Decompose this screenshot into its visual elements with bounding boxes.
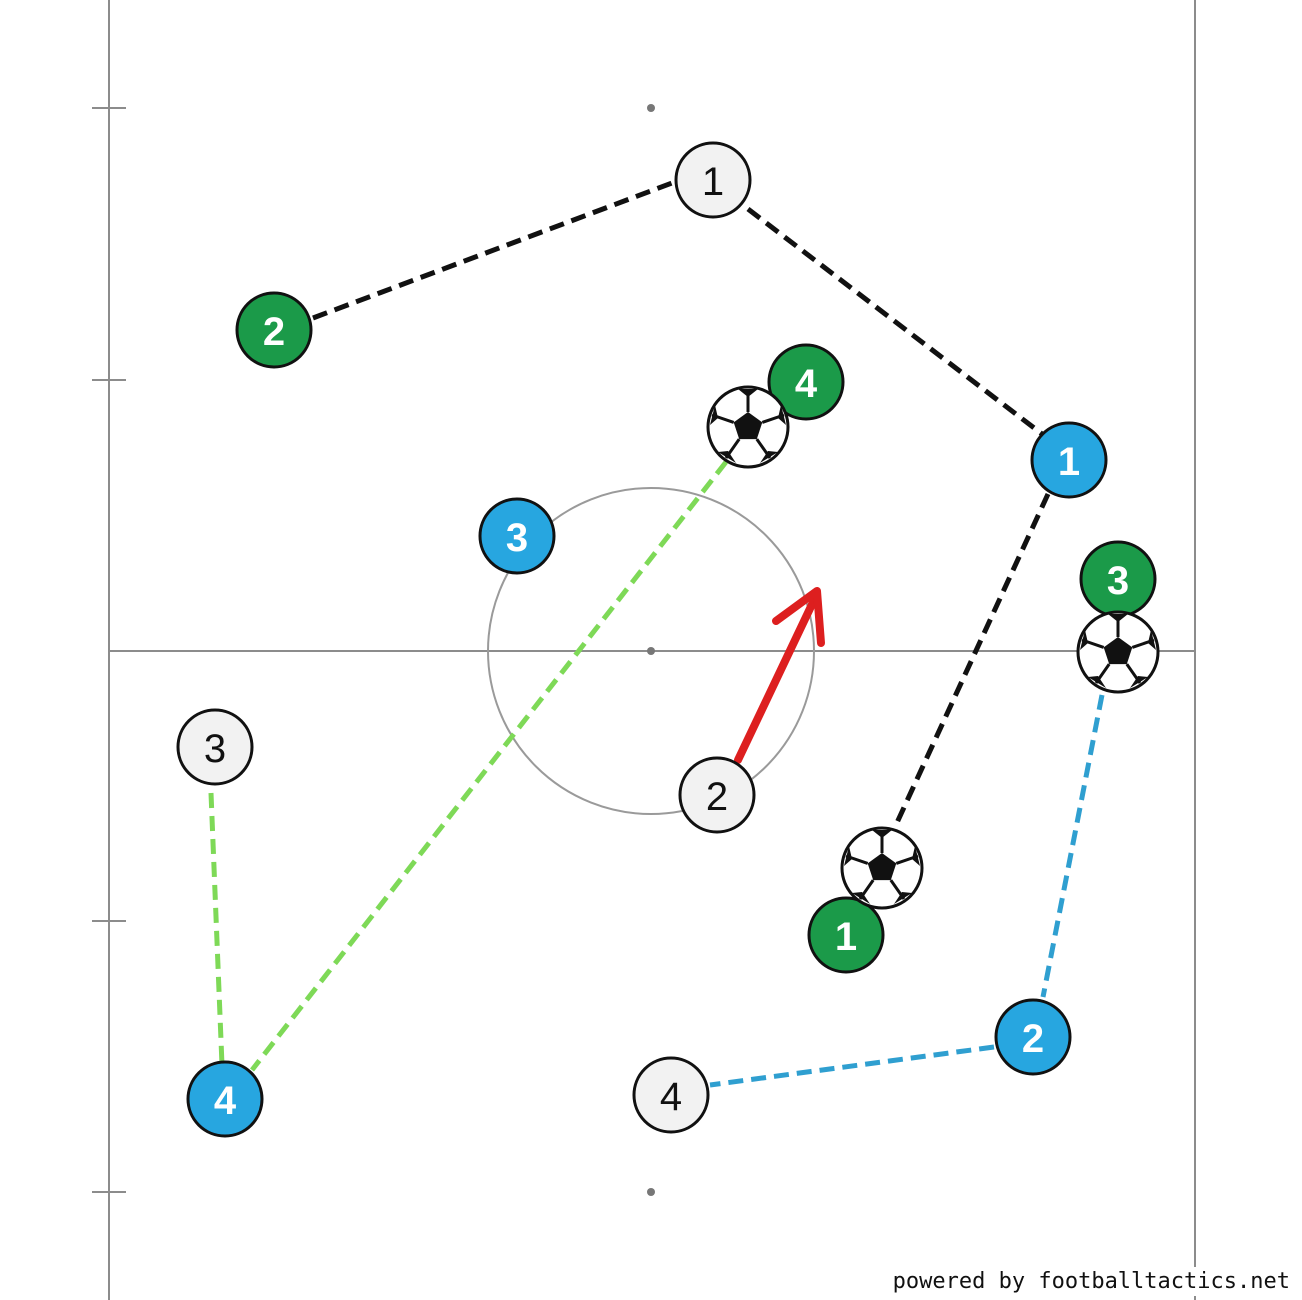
center-spot (647, 647, 655, 655)
player-number: 2 (706, 775, 728, 819)
player-green-3[interactable]: 3 (1079, 540, 1157, 618)
player-number: 4 (795, 362, 818, 406)
center-circle (487, 487, 815, 815)
pass-line-b2-to-w4 (709, 1044, 995, 1088)
ball-icon (706, 385, 790, 469)
player-blue-3[interactable]: 3 (478, 497, 556, 575)
player-number: 4 (214, 1079, 237, 1123)
pass-line-g3-to-b2 (1040, 694, 1105, 998)
player-number: 2 (263, 310, 285, 354)
pitch-markings (92, 0, 1196, 1300)
player-green-4[interactable]: 4 (767, 343, 845, 421)
pass-line-g4-to-b4 (250, 460, 728, 1072)
player-number: 3 (1107, 559, 1129, 603)
player-blue-2[interactable]: 2 (994, 998, 1072, 1076)
credit-text: powered by footballtactics.net (888, 1267, 1294, 1296)
ball-icon (840, 826, 924, 910)
player-number: 1 (835, 915, 857, 959)
penalty-spot-top (647, 104, 655, 112)
player-number: 3 (204, 727, 226, 771)
player-blue-4[interactable]: 4 (186, 1060, 264, 1138)
player-white-2[interactable]: 2 (678, 756, 756, 834)
pass-line-w1-to-b1 (746, 207, 1044, 436)
player-number: 1 (702, 160, 724, 204)
player-green-2[interactable]: 2 (235, 291, 313, 369)
player-number: 1 (1058, 440, 1080, 484)
players: 1 2 3 4 1 2 3 4 1 2 3 4 (176, 141, 1157, 1138)
player-number: 2 (1022, 1017, 1044, 1061)
player-green-1[interactable]: 1 (807, 896, 885, 974)
run-arrows (734, 587, 825, 764)
run-arrow-w2 (734, 587, 825, 764)
pass-line-b1-to-g1 (892, 492, 1051, 829)
penalty-spot-bottom (647, 1188, 655, 1196)
player-white-1[interactable]: 1 (674, 141, 752, 219)
pass-line-g2-to-w1 (312, 180, 673, 321)
pass-lines (208, 180, 1105, 1088)
pass-line-w3-to-b4 (208, 792, 225, 1066)
ball-icon (1076, 610, 1160, 694)
player-number: 3 (506, 516, 528, 560)
player-number: 4 (660, 1075, 682, 1119)
player-blue-1[interactable]: 1 (1030, 421, 1108, 499)
player-white-3[interactable]: 3 (176, 708, 254, 786)
player-white-4[interactable]: 4 (632, 1056, 710, 1134)
